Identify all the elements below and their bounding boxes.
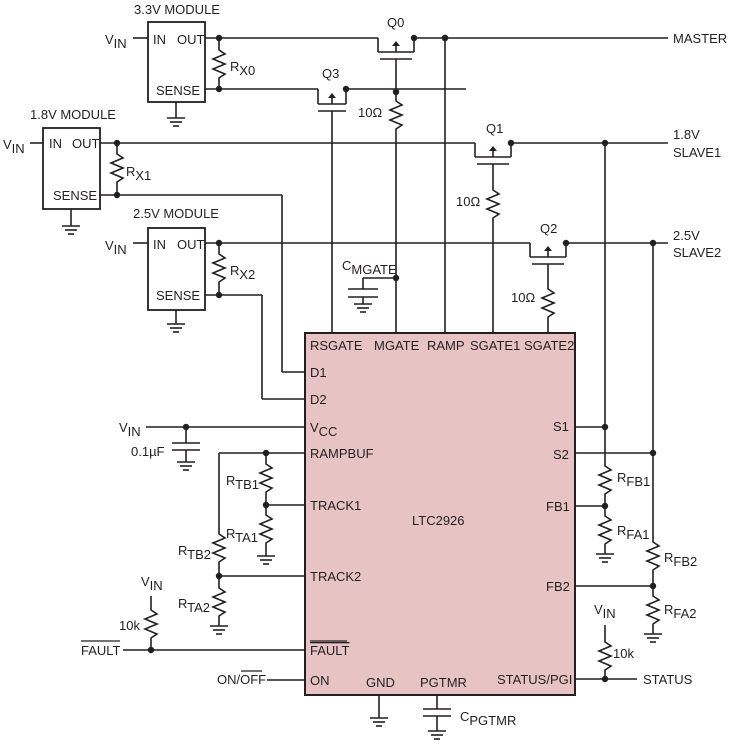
- master-rail: MASTER: [410, 31, 727, 333]
- module-3v3: 3.3V MODULE IN OUT SENSE VIN RX0: [105, 2, 378, 127]
- cpgtmr-label: CPGTMR: [460, 709, 516, 728]
- ltc2926-chip: RSGATE MGATE RAMP SGATE1 SGATE2 D1 D2 VC…: [304, 332, 576, 696]
- slave1-label: SLAVE1: [673, 145, 721, 160]
- rta2-label: RTA2: [178, 596, 210, 615]
- onoff-label: ON/OFF: [217, 672, 266, 687]
- status-signal-label: STATUS: [643, 672, 693, 687]
- pin-mgate: MGATE: [374, 338, 420, 353]
- rtb1-label: RTB1: [226, 473, 259, 492]
- module-3v3-title: 3.3V MODULE: [134, 2, 220, 17]
- rx1-label: RX1: [126, 164, 151, 183]
- rx0-resistor: [210, 38, 228, 89]
- rx1-resistor: [108, 143, 126, 195]
- q1-label: Q1: [486, 121, 503, 136]
- module-3v3-box: [147, 21, 206, 103]
- left-side: VIN 0.1µF RTB1 RTA1 RTB2 RTA2: [81, 420, 305, 687]
- vcc-vin-label: VIN: [119, 420, 141, 439]
- module-3v3-out: OUT: [177, 32, 205, 47]
- module-3v3-sense: SENSE: [156, 83, 200, 98]
- q0-label: Q0: [387, 15, 404, 30]
- fault-pullup-vin: VIN: [141, 574, 163, 593]
- pin-pgtmr: PGTMR: [420, 675, 467, 690]
- q3-mosfet: Q3: [317, 66, 466, 333]
- q2-mosfet: Q2: [529, 221, 570, 283]
- chip-name: LTC2926: [412, 513, 465, 528]
- fault-signal-label: FAULT: [81, 643, 121, 658]
- r-gate2: 10Ω: [511, 283, 557, 333]
- module-3v3-vin: VIN: [105, 32, 127, 51]
- q2-label: Q2: [540, 221, 557, 236]
- rfb1-label: RFB1: [617, 470, 650, 489]
- pin-ramp: RAMP: [427, 338, 465, 353]
- cmgate-capacitor: CMGATE: [342, 258, 400, 313]
- cmgate-label: CMGATE: [342, 258, 397, 277]
- status-pullup-vin: VIN: [594, 602, 616, 621]
- q0-mosfet: Q0: [377, 15, 415, 96]
- slave2-rail: 2.5V SLAVE2: [566, 228, 721, 260]
- module-2v5-sense: SENSE: [156, 288, 200, 303]
- module-1v8-title: 1.8V MODULE: [30, 107, 116, 122]
- pin-rampbuf: RAMPBUF: [310, 446, 374, 461]
- junctions: [441, 34, 449, 42]
- master-label: MASTER: [673, 31, 727, 46]
- q1-mosfet: Q1: [474, 121, 515, 182]
- chip-body: [304, 332, 576, 696]
- pin-status: STATUS/PGI: [497, 672, 572, 687]
- module-1v8-out: OUT: [72, 136, 100, 151]
- pin-d2: D2: [310, 392, 327, 407]
- r-gate0-label: 10Ω: [358, 105, 382, 120]
- pin-fb2: FB2: [546, 579, 570, 594]
- pin-rsgate: RSGATE: [310, 338, 363, 353]
- pin-track2: TRACK2: [310, 569, 361, 584]
- pin-sgate1: SGATE1: [470, 338, 520, 353]
- slave1-voltage: 1.8V: [673, 127, 700, 142]
- module-1v8-vin: VIN: [3, 137, 25, 156]
- rfa1-label: RFA1: [617, 523, 650, 542]
- rx2-resistor: [210, 243, 228, 295]
- rx2-label: RX2: [230, 263, 255, 282]
- pin-vcc: VCC: [310, 420, 337, 439]
- pin-track1: TRACK1: [310, 498, 361, 513]
- slave2-voltage: 2.5V: [673, 228, 700, 243]
- right-side: RFB1 RFA1 RFB2 RFA2 VIN 10k STATUS: [575, 143, 697, 687]
- pin-fault: FAULT: [310, 643, 350, 658]
- fault-pullup-value: 10k: [119, 618, 140, 633]
- r-gate1: 10Ω: [456, 182, 502, 333]
- status-pullup-value: 10k: [613, 646, 634, 661]
- rtb2-label: RTB2: [178, 543, 211, 562]
- module-1v8-sense: SENSE: [53, 188, 97, 203]
- pin-s1: S1: [553, 419, 569, 434]
- module-2v5: 2.5V MODULE IN OUT SENSE VIN RX2: [105, 206, 530, 400]
- bottom-connections: CPGTMR: [370, 695, 516, 740]
- r-gate1-label: 10Ω: [456, 194, 480, 209]
- module-1v8-box: [42, 127, 101, 210]
- module-2v5-title: 2.5V MODULE: [133, 206, 219, 221]
- module-2v5-vin: VIN: [105, 238, 127, 257]
- module-1v8: 1.8V MODULE IN OUT SENSE VIN RX1: [3, 107, 475, 373]
- rx0-label: RX0: [230, 59, 255, 78]
- module-2v5-box: [147, 227, 206, 311]
- module-1v8-in: IN: [49, 136, 62, 151]
- pin-fb1: FB1: [546, 499, 570, 514]
- slave2-label: SLAVE2: [673, 245, 721, 260]
- pin-s2: S2: [553, 447, 569, 462]
- module-3v3-in: IN: [153, 32, 166, 47]
- rfb2-label: RFB2: [664, 550, 697, 569]
- cap-label: 0.1µF: [131, 444, 165, 459]
- module-2v5-out: OUT: [177, 237, 205, 252]
- module-2v5-in: IN: [153, 237, 166, 252]
- rta1-label: RTA1: [226, 526, 258, 545]
- pin-gnd: GND: [366, 675, 395, 690]
- r-gate0: 10Ω: [358, 92, 405, 333]
- q3-label: Q3: [322, 66, 339, 81]
- pin-on: ON: [310, 673, 330, 688]
- slave1-rail: 1.8V SLAVE1: [511, 127, 721, 160]
- pin-d1: D1: [310, 365, 327, 380]
- pin-sgate2: SGATE2: [524, 338, 574, 353]
- r-gate2-label: 10Ω: [511, 290, 535, 305]
- rfa2-label: RFA2: [664, 602, 697, 621]
